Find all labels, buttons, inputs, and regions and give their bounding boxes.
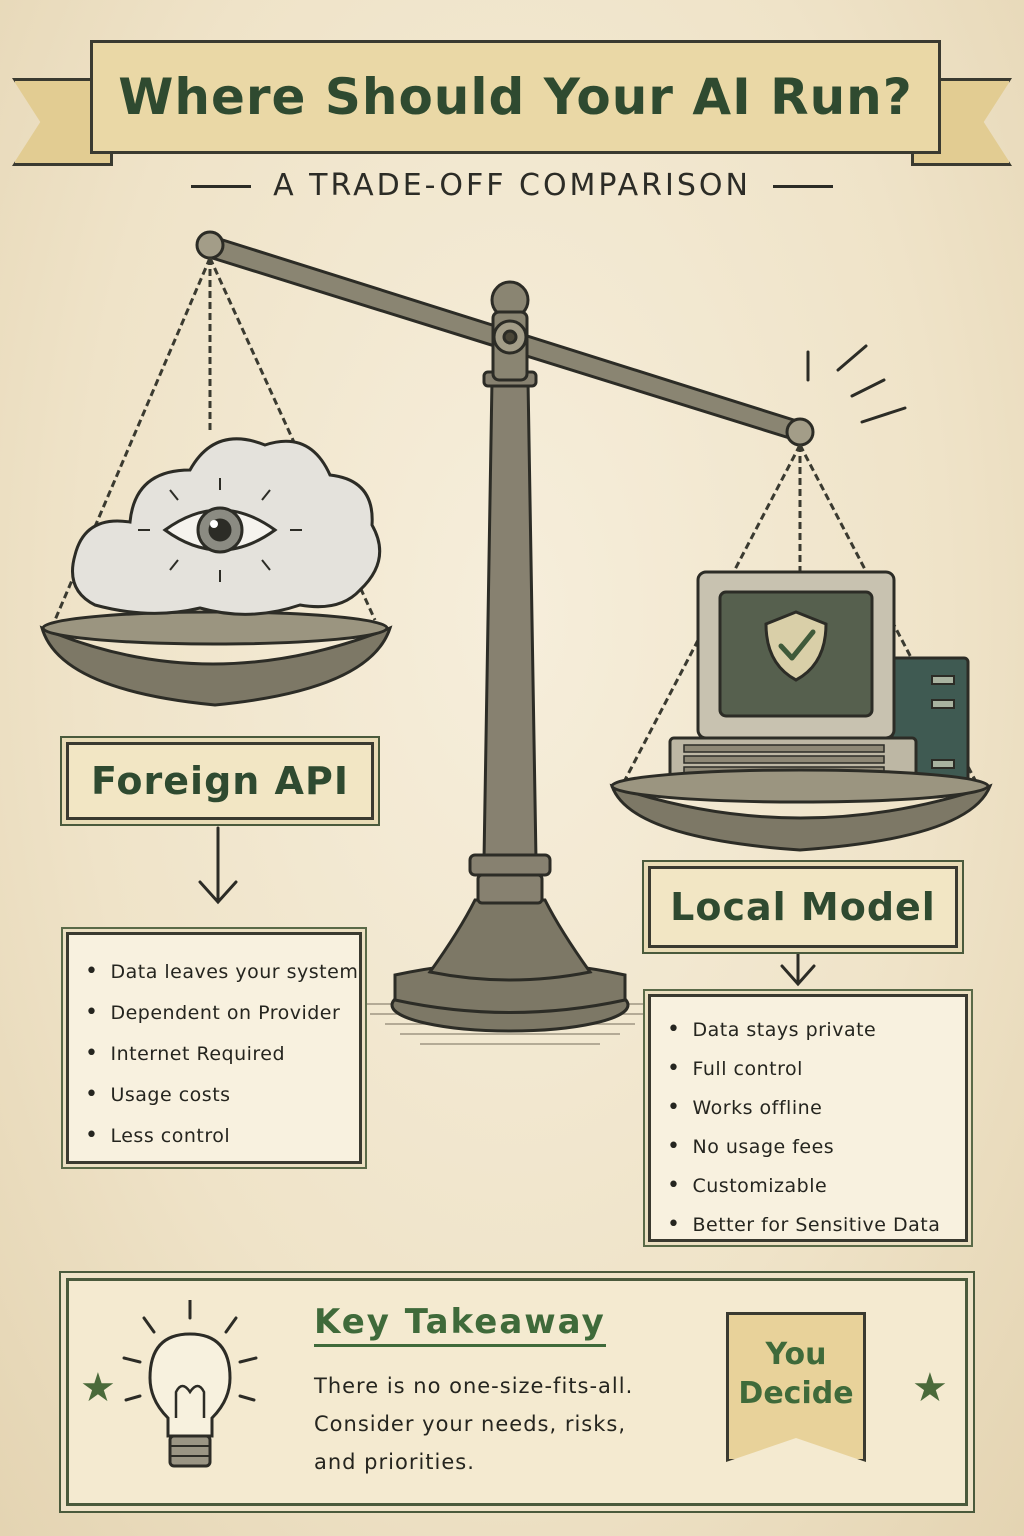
takeaway-text-line: Consider your needs, risks, — [314, 1412, 627, 1436]
subtitle-row: A Trade-Off Comparison — [0, 168, 1024, 203]
cloud-eye-icon — [71, 437, 382, 616]
api-point: Data leaves your system — [85, 959, 357, 984]
subtitle-dash-right — [772, 185, 833, 188]
arrow-down-icon-right — [780, 948, 816, 987]
lightbulb-icon — [122, 1300, 258, 1468]
takeaway-text-line: There is no one-size-fits-all. — [314, 1374, 634, 1398]
foreign-api-points: Data leaves your system Dependent on Pro… — [66, 932, 362, 1164]
api-point: Dependent on Provider — [85, 1000, 343, 1025]
takeaway-title: Key Takeaway — [314, 1302, 606, 1347]
scale-beam — [195, 230, 815, 447]
api-point: Internet Required — [85, 1041, 343, 1066]
scale-pillar — [468, 370, 552, 905]
arrow-down-icon-left — [198, 826, 238, 905]
local-point: Data stays private — [667, 1017, 949, 1042]
local-model-points: Data stays private Full control Works of… — [648, 994, 968, 1242]
api-point: Usage costs — [85, 1082, 343, 1107]
subtitle-dash-left — [191, 185, 252, 188]
title-banner: Where Should Your AI Run? — [90, 40, 941, 154]
subtitle: A Trade-Off Comparison — [273, 168, 751, 203]
computer-shield-icon — [668, 570, 970, 790]
foreign-api-label-text: Foreign API — [91, 759, 349, 803]
foreign-api-label: Foreign API — [66, 742, 374, 820]
local-point: Customizable — [667, 1173, 949, 1198]
local-point: Better for Sensitive Data — [667, 1212, 949, 1237]
right-pan — [609, 768, 993, 852]
local-point: No usage fees — [667, 1134, 949, 1159]
page-title: Where Should Your AI Run? — [118, 68, 913, 126]
local-model-label-text: Local Model — [670, 885, 936, 929]
ribbon-text-decide: Decide — [738, 1376, 854, 1411]
api-point: Less control — [85, 1123, 343, 1148]
takeaway-text-line: and priorities. — [314, 1450, 475, 1474]
ribbon-text-you: You — [765, 1337, 827, 1372]
local-point: Full control — [667, 1056, 949, 1081]
local-model-label: Local Model — [648, 866, 958, 948]
tipping-emphasis-lines — [806, 344, 907, 424]
star-icon: ★ — [912, 1365, 948, 1411]
scale-base — [390, 898, 630, 1033]
star-icon: ★ — [80, 1365, 116, 1411]
left-pan — [39, 610, 393, 707]
local-point: Works offline — [667, 1095, 949, 1120]
